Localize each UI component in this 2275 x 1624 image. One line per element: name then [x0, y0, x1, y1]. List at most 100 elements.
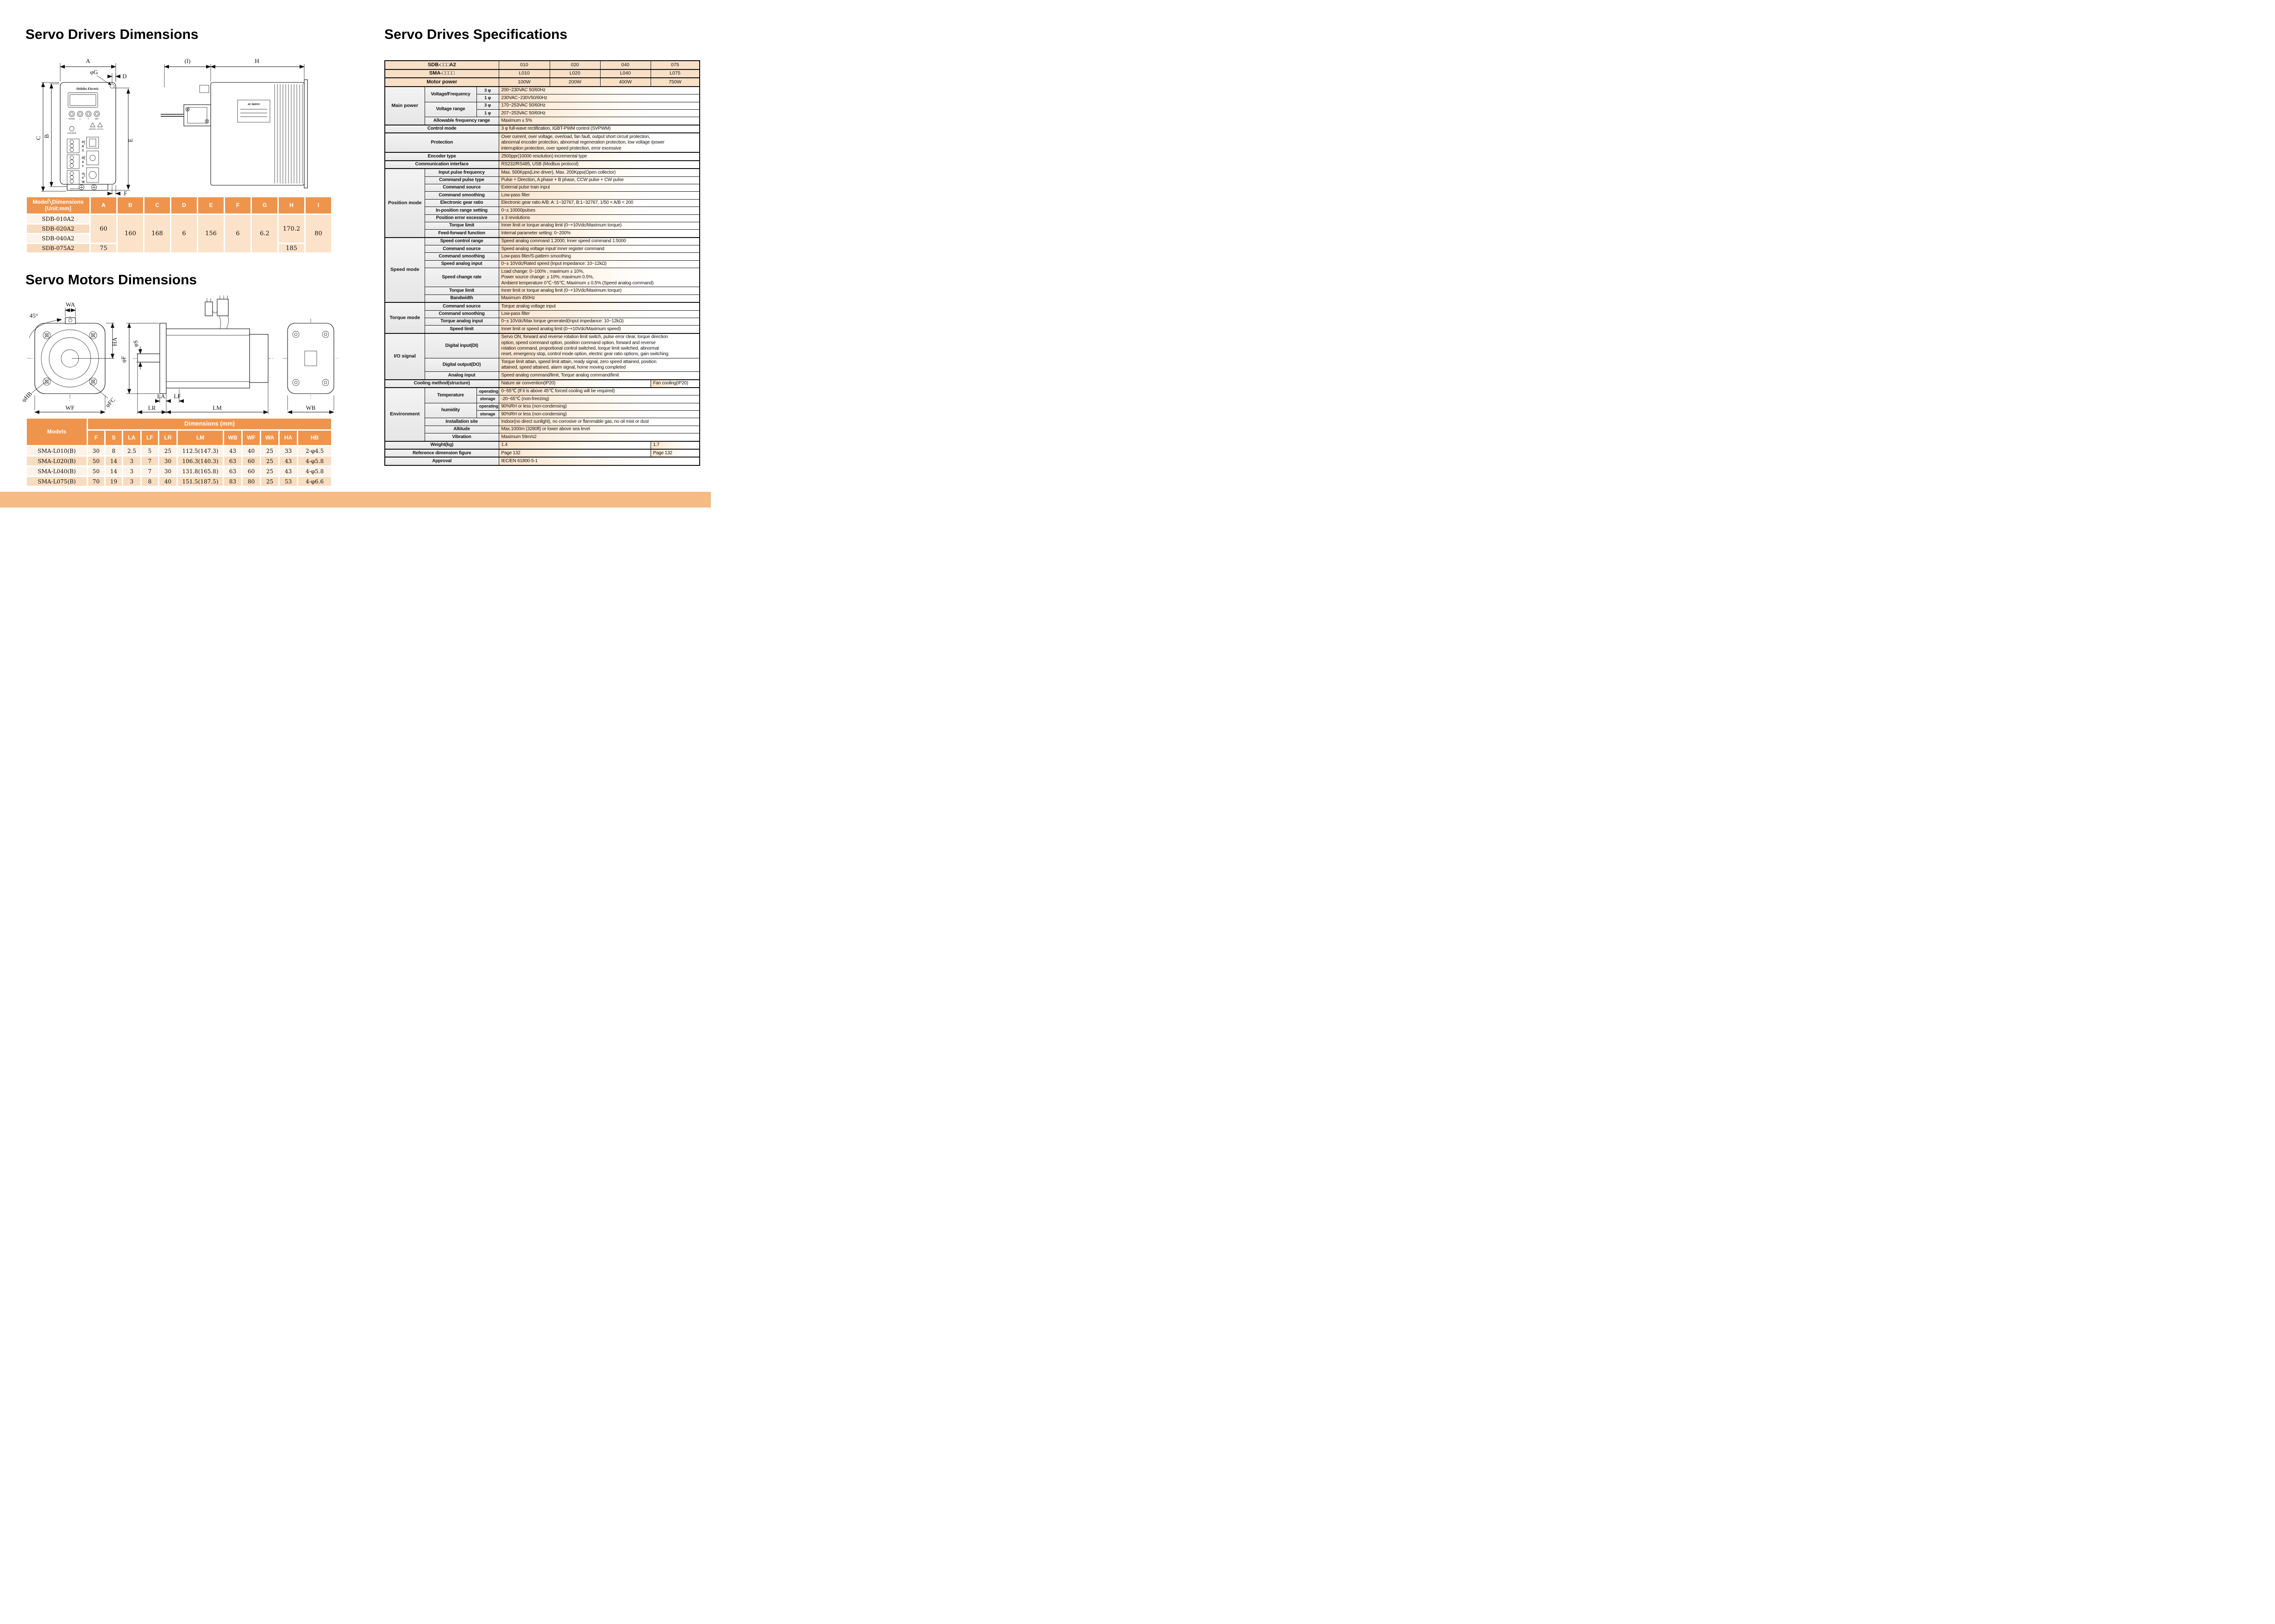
table-cell: humidity [424, 402, 477, 419]
svg-text:C: C [82, 150, 84, 152]
table-cell: Maximum 450Hz [498, 294, 700, 303]
table-cell: 200W [549, 77, 601, 87]
table-cell: 25 [260, 455, 280, 467]
dim-label-b: B [43, 134, 50, 138]
table-row: Position error excessive± 3 revolutions [385, 214, 700, 222]
table-cell: 3 φ [476, 101, 499, 110]
svg-text:R: R [82, 157, 84, 160]
table-cell: LR [158, 429, 178, 446]
table-cell: 53 [278, 476, 298, 487]
terminal-block-pdc: P D C [67, 138, 84, 153]
front-mounting-holes [43, 331, 97, 386]
table-cell: 19 [104, 476, 123, 487]
table-cell: Approval [384, 457, 499, 466]
table-cell: ± 3 revolutions [498, 214, 700, 222]
table-cell: 112.5(147.3) [176, 445, 224, 457]
mounting-plate [304, 79, 308, 188]
table-cell: 14 [104, 465, 123, 477]
table-cell: Pulse + Direction, A phase + B phase, CC… [498, 176, 700, 184]
table-cell: Dimensions (mm) [86, 417, 333, 431]
motor-body [166, 328, 250, 389]
table-cell: WA [260, 429, 280, 446]
table-cell: 80 [304, 213, 332, 254]
front-top-tab [65, 317, 76, 324]
table-cell: 43 [278, 465, 298, 477]
dim-label-45deg: 45° [30, 312, 38, 319]
table-cell: Speed analog command 1:2000; Inner speed… [498, 237, 700, 246]
svg-text:AC SERVO: AC SERVO [248, 103, 260, 106]
table-cell: 075 [650, 60, 700, 70]
up-button-label: △ [79, 118, 81, 120]
table-cell: Encoder type [384, 152, 499, 161]
table-cell: 750W [650, 77, 700, 87]
table-cell: SDB-040A2 [25, 233, 91, 244]
table-cell: 70 [87, 476, 106, 487]
table-cell: Weight(kg) [384, 440, 499, 450]
table-cell: SDB-075A2 [25, 243, 91, 254]
table-cell: Command smoothing [424, 191, 499, 200]
table-cell: L010 [498, 69, 550, 78]
table-cell: Low-pass filter [498, 310, 700, 318]
table-cell: RS232/RS485, USB (Modbus protocol) [498, 160, 700, 169]
drivers-dimensions-title: Servo Drivers Dimensions [25, 27, 199, 42]
table-cell: Page 132 [498, 448, 651, 458]
dim-label-c: C [35, 136, 42, 140]
table-cell: Communication interface [384, 160, 499, 169]
table-cell: 4-φ6.6 [296, 476, 333, 487]
table-cell: Digital input(DI) [424, 332, 499, 359]
table-cell: 90%RH or less (non-condensing) [498, 410, 700, 419]
table-cell: 010 [498, 60, 550, 70]
table-cell: 0~± 10Vdc/Max torque generated(Input imp… [498, 317, 700, 326]
table-cell: 156 [197, 213, 225, 254]
table-cell: Torque mode [384, 302, 425, 334]
dim-label-a: A [86, 57, 90, 64]
table-cell: D [170, 196, 198, 215]
table-cell: 7 [140, 455, 159, 467]
table-cell: WF [241, 429, 261, 446]
table-cell: 33 [278, 445, 298, 457]
dim-label-lf: LF [174, 393, 181, 400]
table-cell: 400W [600, 77, 651, 87]
table-cell: 25 [260, 445, 280, 457]
table-cell: SMA-L040(B) [25, 465, 88, 477]
table-cell: Servo ON, forward and reverse rotation l… [498, 332, 700, 359]
table-cell: Maximum 59m/s2 [498, 433, 700, 442]
mode-button-label: MODE [69, 118, 75, 120]
table-cell: 63 [223, 455, 243, 467]
svg-text:P: P [82, 141, 84, 144]
table-cell: Vibration [424, 433, 499, 442]
table-cell: Page 132 [650, 448, 700, 458]
table-cell: 25 [158, 445, 178, 457]
table-cell: 90%RH or less (non-condensing) [498, 402, 700, 411]
motors-dimensions-title: Servo Motors Dimensions [25, 272, 197, 288]
display-window [68, 92, 98, 108]
table-cell: 3 [122, 455, 142, 467]
table-cell: Model╲Dimensions [Unit:mm] [25, 196, 91, 215]
table-cell: I/O signal [384, 332, 425, 380]
svg-text:S: S [82, 161, 84, 164]
table-cell: 50 [87, 455, 106, 467]
table-cell: 1 φ [476, 94, 499, 102]
table-cell: Speed control range [424, 237, 499, 246]
table-cell: HA [278, 429, 298, 446]
table-cell: SMA-□□□□ [384, 69, 499, 78]
table-cell: Command smoothing [424, 310, 499, 318]
